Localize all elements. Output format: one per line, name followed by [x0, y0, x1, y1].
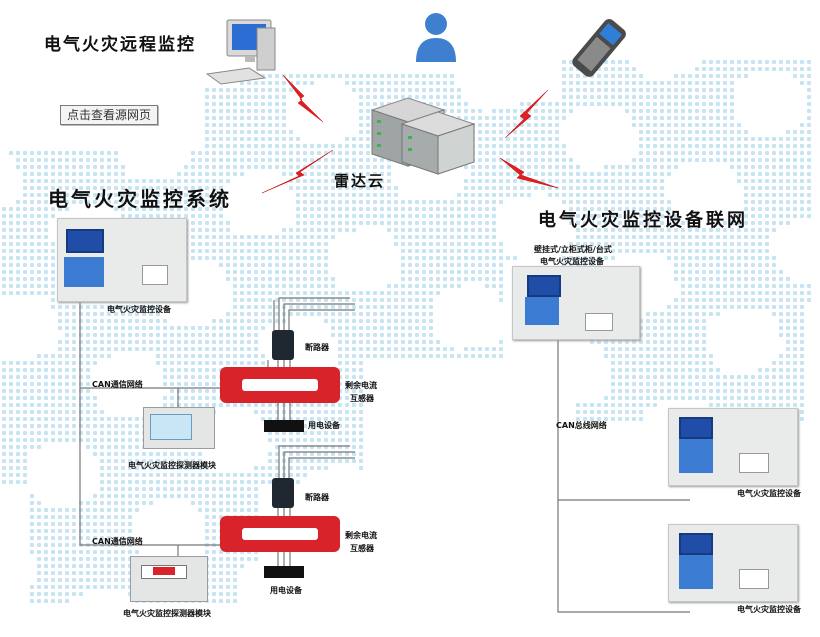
- breaker-1-label: 断路器: [305, 343, 329, 352]
- printer-icon: [739, 453, 769, 473]
- module-2-label: 电气火灾监控探测器模块: [123, 609, 211, 618]
- device-screen: [679, 533, 713, 555]
- user-icon: [416, 13, 456, 62]
- can-network-label-1: CAN通信网络: [92, 380, 143, 389]
- ct-1-label-b: 互感器: [350, 394, 374, 403]
- ct-1-label-a: 剩余电流: [345, 381, 377, 390]
- lightning-icon: [499, 157, 559, 189]
- printer-icon: [739, 569, 769, 589]
- detector-module-1: [143, 407, 215, 449]
- main-monitoring-device: [57, 218, 187, 302]
- lightning-icon: [282, 74, 324, 123]
- lightning-icon: [261, 149, 334, 194]
- network-device-main: [512, 266, 640, 340]
- main-device-label: 电气火灾监控设备: [107, 305, 171, 314]
- ct-2-label-a: 剩余电流: [345, 531, 377, 540]
- computer-icon: [205, 19, 276, 85]
- network-device-1: [668, 408, 798, 486]
- load-1-label: 用电设备: [308, 421, 340, 430]
- device-screen: [66, 229, 104, 253]
- module-display: [150, 414, 192, 440]
- detector-module-2: [130, 556, 208, 602]
- module-1-label: 电气火灾监控探测器模块: [128, 461, 216, 470]
- view-source-button[interactable]: 点击查看源网页: [60, 105, 158, 125]
- current-transformer-2: [220, 516, 340, 552]
- load-device-2: [264, 566, 304, 578]
- remote-monitoring-title: 电气火灾远程监控: [44, 35, 196, 55]
- printer-icon: [142, 265, 168, 285]
- module-led-readout: [153, 567, 175, 575]
- breaker-2: [272, 478, 294, 508]
- right-header-2: 电气火灾监控设备: [540, 257, 604, 266]
- network-device-1-label: 电气火灾监控设备: [737, 489, 801, 498]
- cloud-label: 雷达云: [334, 172, 386, 190]
- device-keypad: [525, 297, 559, 325]
- mobile-phone-icon: [572, 19, 626, 77]
- device-keypad: [679, 439, 713, 473]
- load-2-label: 用电设备: [270, 586, 302, 595]
- can-network-label-2: CAN通信网络: [92, 537, 143, 546]
- device-keypad: [64, 257, 104, 287]
- lightning-icon: [504, 89, 549, 139]
- device-screen: [679, 417, 713, 439]
- device-keypad: [679, 555, 713, 589]
- server-icon: [370, 97, 476, 175]
- can-bus-label: CAN总线网络: [556, 421, 607, 430]
- ct-2-label-b: 互感器: [350, 544, 374, 553]
- network-title: 电气火灾监控设备联网: [538, 210, 748, 231]
- printer-icon: [585, 313, 613, 331]
- system-title: 电气火灾监控系统: [48, 187, 232, 211]
- right-header-1: 壁挂式/立柜式柜/台式: [534, 245, 612, 254]
- breaker-1: [272, 330, 294, 360]
- load-device-1: [264, 420, 304, 432]
- device-screen: [527, 275, 561, 297]
- breaker-2-label: 断路器: [305, 493, 329, 502]
- current-transformer-1: [220, 367, 340, 403]
- network-device-2: [668, 524, 798, 602]
- network-device-2-label: 电气火灾监控设备: [737, 605, 801, 614]
